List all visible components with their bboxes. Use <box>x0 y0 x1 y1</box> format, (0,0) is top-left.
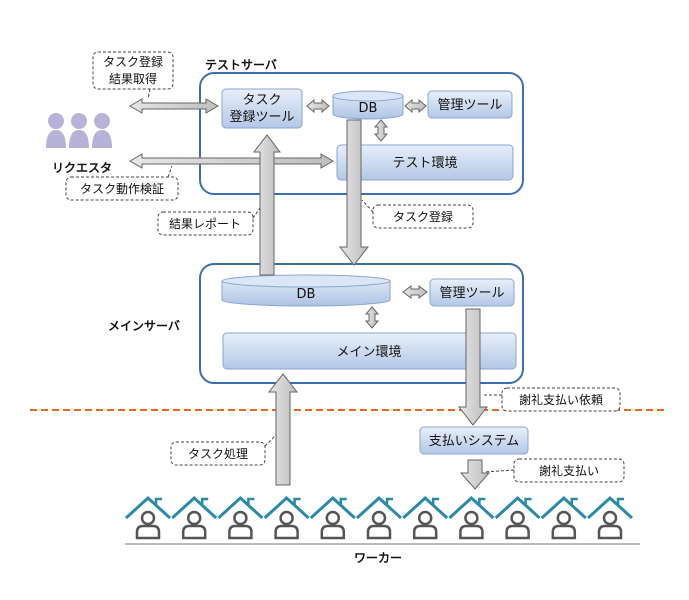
worker-icon <box>309 495 356 540</box>
requester-icon <box>46 113 112 148</box>
callout-task-operation-check-label: タスク動作検証 <box>80 182 164 196</box>
arrow-taskreg-db <box>306 98 330 114</box>
arrow-payment-request <box>457 308 489 426</box>
callout-task-operation-check: タスク動作検証 <box>65 165 179 201</box>
requester-label: リクエスタ <box>52 161 112 175</box>
callout-task-registration-label: タスク登録 <box>393 209 453 224</box>
arrow-result-report <box>252 134 282 276</box>
callout-reward-payment-request: 謝礼支払い依頼 <box>482 387 621 412</box>
management-tool-main <box>429 278 515 307</box>
worker-icon <box>355 495 403 540</box>
test-environment <box>336 144 514 181</box>
arrow-db-testenv <box>373 119 389 142</box>
main-environment-label: メイン環境 <box>336 345 401 360</box>
task-registration-tool <box>221 88 303 129</box>
arrow-requester-taskreg <box>129 98 219 114</box>
callout-task-registration: タスク登録 <box>361 199 474 229</box>
callout-task-register-result-line2: 結果取得 <box>109 71 157 86</box>
db-main-label: DB <box>297 287 316 302</box>
callout-reward-payment: 謝礼支払い <box>483 458 625 483</box>
worker-label: ワーカー <box>354 551 402 565</box>
arrow-db-mgmt-main <box>402 285 428 299</box>
payment-system <box>419 426 529 455</box>
callout-reward-payment-label: 謝礼支払い <box>539 463 599 478</box>
arrow-requester-testenv <box>129 153 334 169</box>
callout-task-register-result: タスク登録 結果取得 <box>92 51 174 100</box>
main-environment <box>222 332 517 370</box>
worker-icon <box>402 495 449 540</box>
arrow-reward-payment <box>459 459 491 490</box>
arrow-db-mainenv <box>364 306 380 329</box>
worker-icon <box>263 495 310 540</box>
arrow-task-registration <box>338 119 370 266</box>
callout-result-report: 結果レポート <box>157 207 261 236</box>
test-environment-label: テスト環境 <box>392 156 457 171</box>
management-tool-test-label: 管理ツール <box>437 98 502 113</box>
callout-task-processing-label: タスク処理 <box>188 447 248 461</box>
worker-icon <box>217 495 264 540</box>
worker-icon <box>124 495 172 540</box>
task-registration-tool-line2: 登録ツール <box>229 110 294 125</box>
db-main: DB <box>221 274 391 307</box>
arrow-db-mgmt-test <box>404 98 427 114</box>
db-test: DB <box>332 90 404 120</box>
callout-task-register-result-line1: タスク登録 <box>103 54 163 69</box>
management-tool-main-label: 管理ツール <box>439 286 504 301</box>
worker-icon <box>448 495 495 540</box>
main-server-label: メインサーバ <box>108 319 180 333</box>
worker-icon <box>171 495 218 540</box>
db-test-label: DB <box>359 101 378 116</box>
worker-row <box>124 495 634 540</box>
callout-task-processing: タスク処理 <box>170 434 277 466</box>
worker-icon <box>540 495 587 540</box>
callout-result-report-label: 結果レポート <box>169 217 241 231</box>
worker-icon <box>586 495 634 540</box>
task-registration-tool-line1: タスク <box>242 93 281 108</box>
test-server-label: テストサーバ <box>205 58 277 72</box>
worker-icon <box>494 495 541 540</box>
arrow-task-processing <box>267 373 299 486</box>
management-tool-test <box>427 90 513 119</box>
payment-system-label: 支払いシステム <box>429 434 520 449</box>
callout-reward-payment-request-label: 謝礼支払い依頼 <box>519 392 603 407</box>
